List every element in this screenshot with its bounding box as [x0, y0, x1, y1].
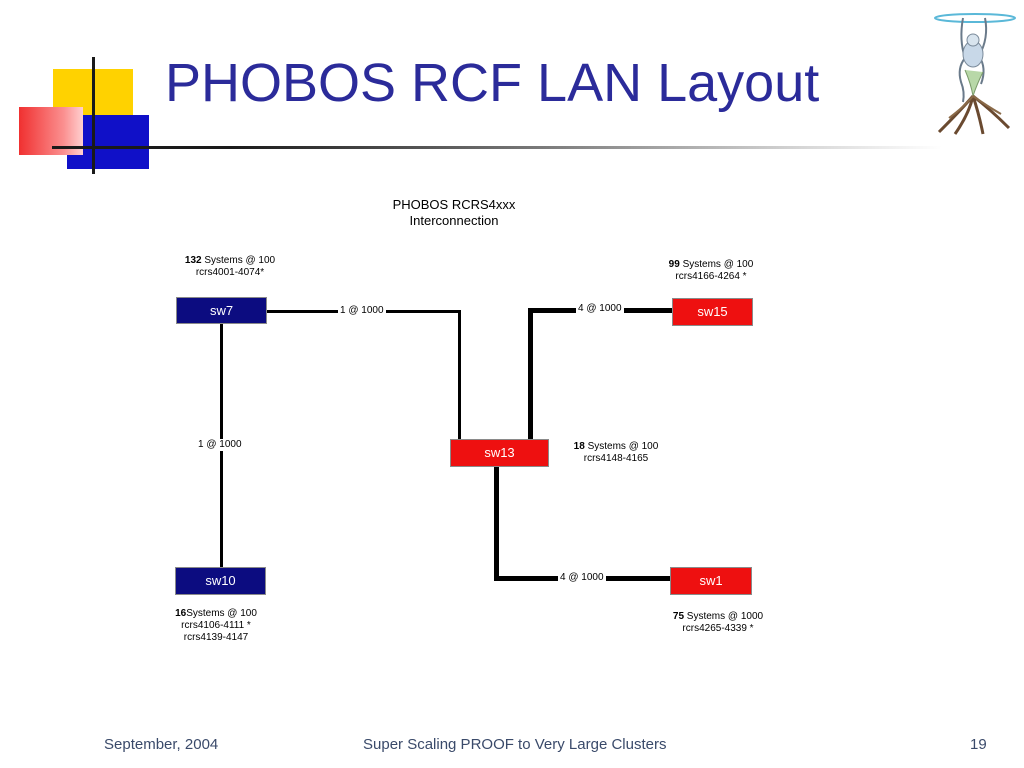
link-label-sw7-sw13: 1 @ 1000 — [338, 305, 386, 317]
info-sw10-count: 16 — [175, 608, 187, 619]
info-sw13-count: 18 — [573, 441, 585, 452]
info-sw7-count: 132 — [184, 255, 202, 266]
switch-sw13: sw13 — [450, 439, 549, 467]
info-sw1-text: Systems @ 1000 — [684, 611, 764, 622]
phobos-figure-icon — [934, 13, 1016, 135]
diagram-title-line1: PHOBOS RCRS4xxx — [392, 197, 516, 212]
info-sw7-range: rcrs4001-4074* — [195, 267, 265, 278]
link-label-sw13-sw15: 4 @ 1000 — [576, 303, 624, 315]
switch-sw7: sw7 — [176, 297, 267, 324]
info-sw1-count: 75 — [672, 611, 685, 622]
info-sw15-range: rcrs4166-4264 * — [675, 271, 747, 282]
title-underline — [52, 146, 942, 149]
footer-title: Super Scaling PROOF to Very Large Cluste… — [363, 736, 667, 753]
info-sw7-text: Systems @ 100 — [201, 255, 276, 266]
info-sw1: 75 Systems @ 1000 rcrs4265-4339 * — [658, 611, 778, 635]
info-sw10: 16Systems @ 100 rcrs4106-4111 * rcrs4139… — [156, 608, 276, 644]
info-sw10-text: Systems @ 100 — [186, 608, 257, 619]
wire-sw13-sw1-vertical — [494, 466, 499, 580]
footer-date: September, 2004 — [104, 736, 219, 753]
switch-sw15: sw15 — [672, 298, 753, 326]
info-sw15-count: 99 — [668, 259, 680, 270]
info-sw7: 132 Systems @ 100 rcrs4001-4074* — [170, 255, 290, 279]
diagram-title-line2: Interconnection — [409, 213, 499, 228]
info-sw13-range: rcrs4148-4165 — [583, 453, 649, 464]
page-number: 19 — [970, 736, 987, 753]
wire-sw13-up-vertical — [458, 310, 461, 441]
info-sw1-range: rcrs4265-4339 * — [682, 623, 754, 634]
info-sw10-range2: rcrs4139-4147 — [183, 632, 249, 643]
info-sw15: 99 Systems @ 100 rcrs4166-4264 * — [652, 259, 770, 283]
info-sw13-text: Systems @ 100 — [584, 441, 659, 452]
link-label-sw13-sw1: 4 @ 1000 — [558, 572, 606, 584]
info-sw13: 18 Systems @ 100 rcrs4148-4165 — [556, 441, 676, 465]
logo-vertical-line — [92, 57, 95, 174]
diagram-title: PHOBOS RCRS4xxx Interconnection — [334, 197, 574, 229]
slide-title: PHOBOS RCF LAN Layout — [165, 53, 820, 113]
link-label-sw7-sw10: 1 @ 1000 — [196, 439, 244, 451]
info-sw15-text: Systems @ 100 — [679, 259, 754, 270]
switch-sw1: sw1 — [670, 567, 752, 595]
wire-sw13-sw15-vertical — [528, 309, 533, 441]
info-sw10-range: rcrs4106-4111 * — [181, 620, 251, 631]
switch-sw10: sw10 — [175, 567, 266, 595]
